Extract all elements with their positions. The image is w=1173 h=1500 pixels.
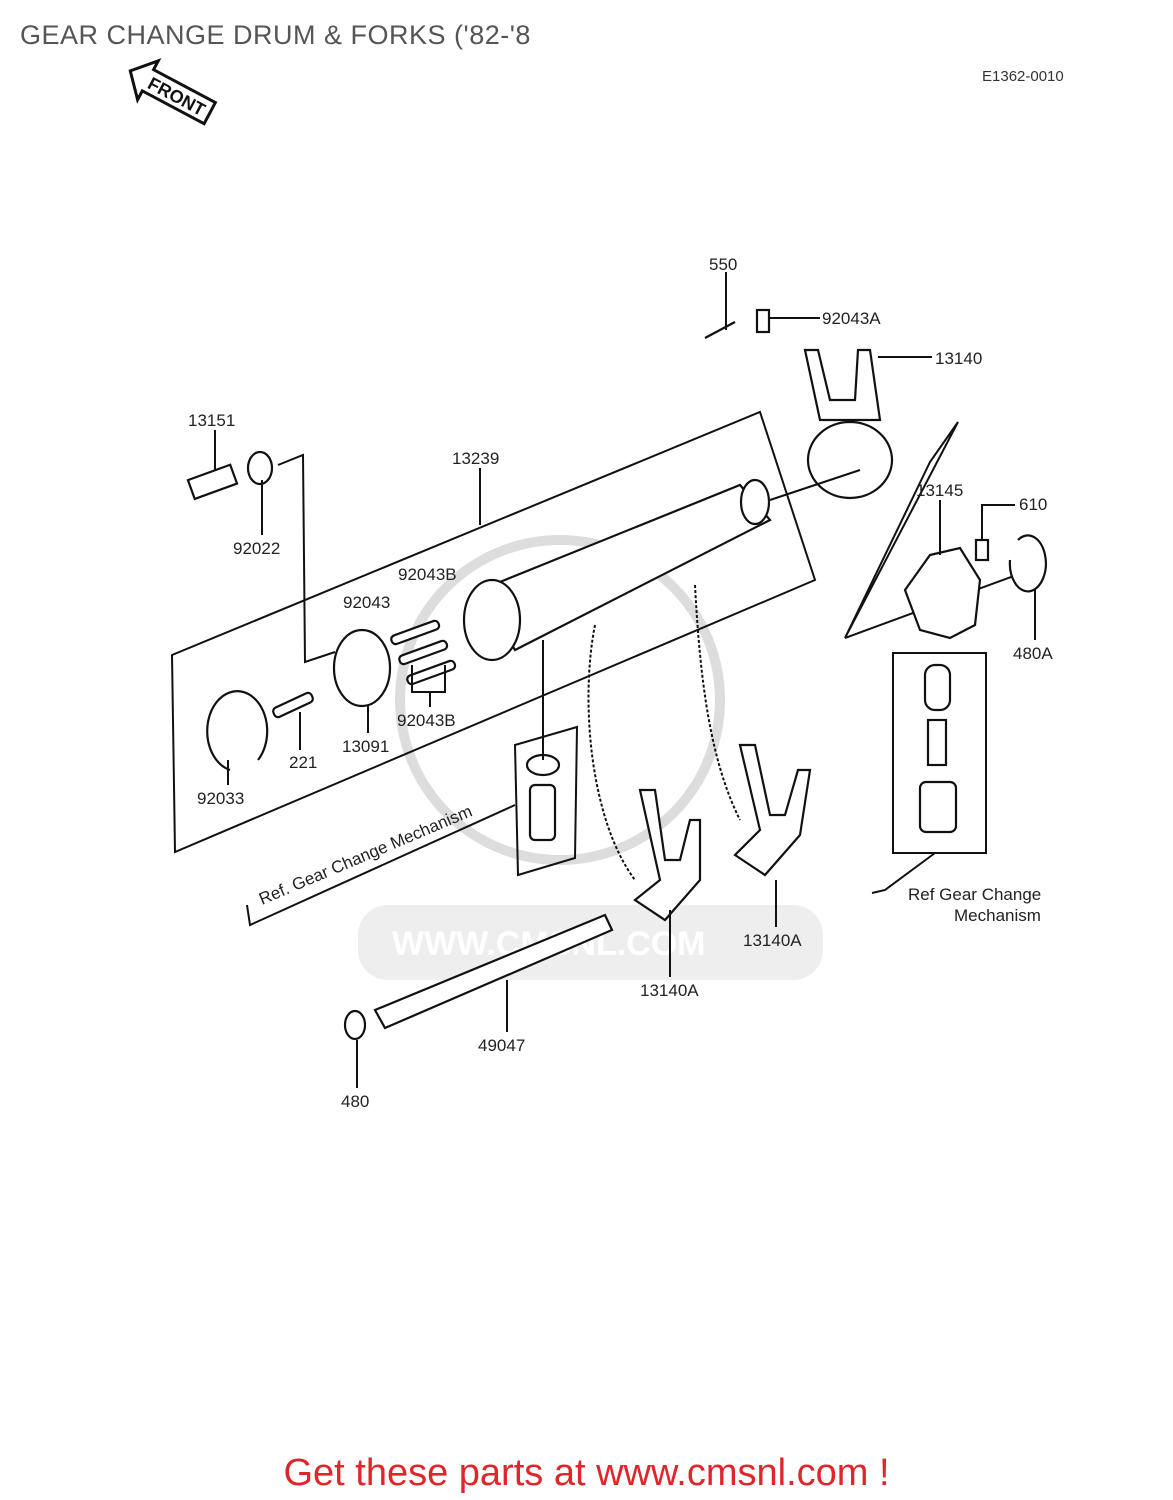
fork-outline	[844, 421, 959, 639]
screw-221	[272, 691, 314, 719]
ref-gear-change-right-line2: Mechanism	[954, 906, 1041, 925]
front-arrow-icon: FRONT	[128, 58, 218, 126]
label-92043: 92043	[343, 593, 390, 612]
cotter-pin-550	[704, 321, 736, 339]
plate-13091	[332, 628, 392, 708]
washer-92022	[246, 450, 274, 486]
detent-box	[892, 652, 987, 854]
label-13151: 13151	[188, 411, 235, 430]
shift-fork-13140A-right	[733, 743, 812, 877]
circlip-480A	[1008, 534, 1047, 593]
ref-gear-change-right-line1: Ref Gear Change	[908, 885, 1041, 904]
diagram-code: E1362-0010	[982, 68, 1064, 85]
shaft-49047	[373, 913, 614, 1030]
shift-fork-13140A-left	[633, 788, 702, 922]
label-550: 550	[709, 255, 737, 274]
label-92043A: 92043A	[822, 309, 881, 328]
label-610: 610	[1019, 495, 1047, 514]
bolt-box	[513, 725, 579, 877]
circlip-480	[343, 1009, 367, 1041]
label-13140: 13140	[935, 349, 982, 368]
label-480: 480	[341, 1092, 369, 1111]
shift-fork-13140	[803, 348, 894, 500]
label-92043B-top: 92043B	[398, 565, 457, 584]
gear-change-drum	[462, 478, 772, 662]
pins-92043	[390, 619, 457, 686]
pin-610	[974, 538, 990, 562]
watermark: WWW.CMSNL.COM	[358, 535, 823, 980]
leader-lines	[214, 272, 1036, 1088]
label-13145: 13145	[916, 481, 963, 500]
label-480A: 480A	[1013, 644, 1053, 663]
label-221: 221	[289, 753, 317, 772]
label-92022: 92022	[233, 539, 280, 558]
circlip-92033	[206, 690, 269, 772]
page-title: GEAR CHANGE DRUM & FORKS ('82-'8	[20, 20, 531, 50]
drum-assembly-outline	[170, 410, 817, 854]
pin-92043A	[755, 308, 771, 334]
label-13239: 13239	[452, 449, 499, 468]
label-92043B-bottom: 92043B	[397, 711, 456, 730]
label-92033: 92033	[197, 789, 244, 808]
label-49047: 49047	[478, 1036, 525, 1055]
label-13140A-left: 13140A	[640, 981, 699, 1000]
cam-13145	[903, 546, 982, 640]
neutral-switch-13151	[186, 463, 239, 501]
footer-link[interactable]: Get these parts at www.cmsnl.com !	[283, 1452, 890, 1494]
ref-gear-change-left: Ref. Gear Change Mechanism	[256, 801, 475, 908]
label-13140A-right: 13140A	[743, 931, 802, 950]
label-13091: 13091	[342, 737, 389, 756]
